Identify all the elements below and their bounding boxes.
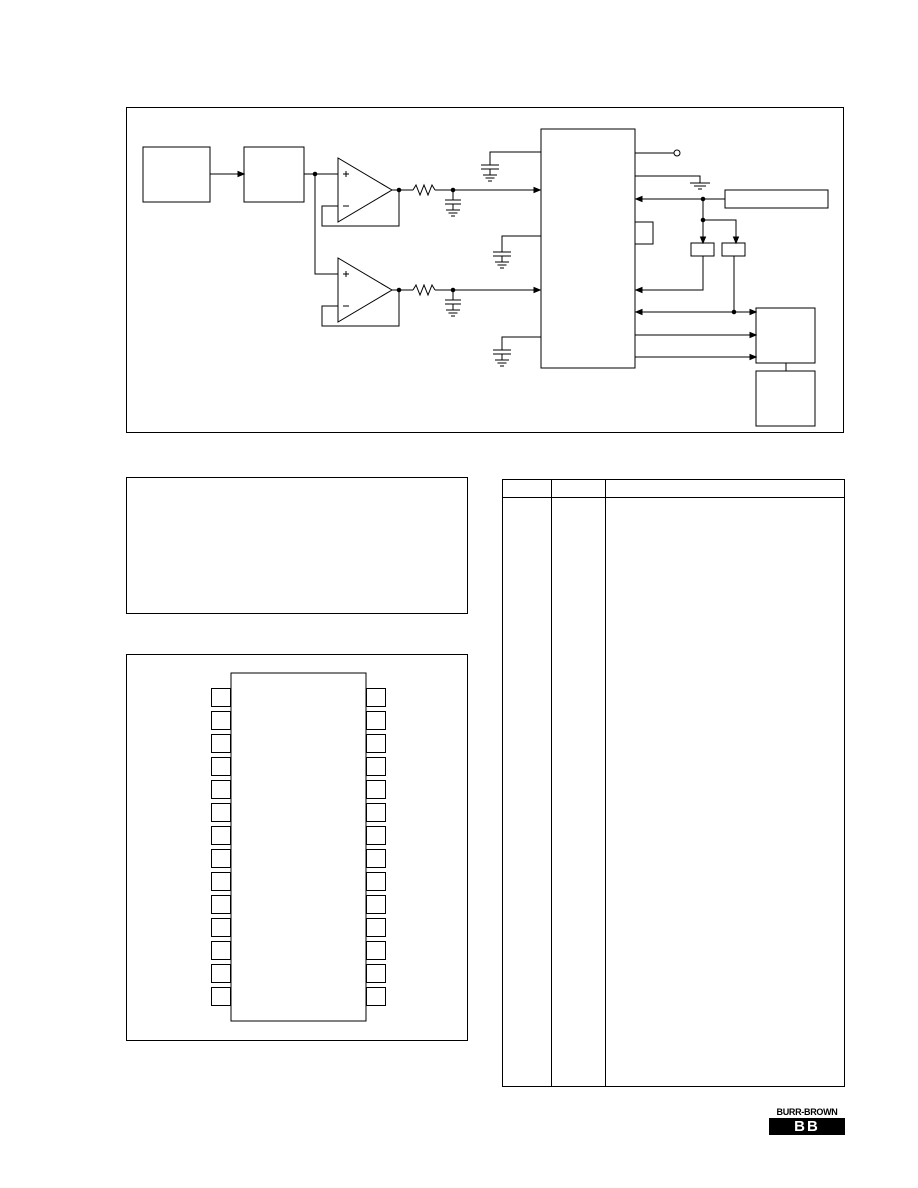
package-pin-left: [211, 780, 231, 799]
package-pin-right: [366, 757, 386, 776]
logic-gate-2: [721, 242, 746, 257]
package-pin-right: [366, 872, 386, 891]
processor-block: [755, 370, 816, 427]
table-header-row: [503, 480, 844, 498]
op-amp-2: [337, 257, 393, 323]
package-pin-right: [366, 964, 386, 983]
package-pin-left: [211, 941, 231, 960]
logo-wordmark: BURR-BROWN: [776, 1107, 838, 1117]
package-pin-right: [366, 780, 386, 799]
package-pin-left: [211, 849, 231, 868]
signal-source-block: [142, 146, 211, 203]
package-pin-left: [211, 711, 231, 730]
package-pin-right: [366, 849, 386, 868]
processing-block: [243, 146, 305, 203]
package-pin-left: [211, 734, 231, 753]
package-pin-left: [211, 987, 231, 1006]
package-pin-left: [211, 826, 231, 845]
package-pin-left: [211, 757, 231, 776]
package-pin-left: [211, 688, 231, 707]
table-column-divider-2: [605, 480, 606, 1086]
package-pin-right: [366, 734, 386, 753]
main-ic-block: [540, 128, 636, 369]
package-pin-right: [366, 895, 386, 914]
logic-gate-1: [690, 242, 715, 257]
package-pin-right: [366, 803, 386, 822]
package-pin-left: [211, 895, 231, 914]
package-pin-right: [366, 918, 386, 937]
resistor-2: [412, 283, 436, 297]
package-pin-right: [366, 826, 386, 845]
package-pin-left: [211, 918, 231, 937]
package-body: [230, 672, 367, 1022]
package-pin-left: [211, 964, 231, 983]
resistor-1: [412, 183, 436, 197]
application-circuit-frame: [126, 107, 844, 433]
package-pin-right: [366, 987, 386, 1006]
burr-brown-logo: BURR-BROWN BB: [769, 1107, 845, 1135]
package-pin-left: [211, 803, 231, 822]
package-pin-left: [211, 872, 231, 891]
controller-block: [755, 307, 816, 364]
pin-configuration-frame: [126, 654, 468, 1041]
pin-description-table: [502, 479, 845, 1087]
table-column-divider-1: [551, 480, 552, 1086]
logo-mark: BB: [769, 1118, 845, 1135]
package-pin-right: [366, 711, 386, 730]
control-input-block: [724, 189, 829, 209]
package-pin-right: [366, 941, 386, 960]
ordering-info-box: [126, 477, 468, 614]
package-pin-right: [366, 688, 386, 707]
op-amp-1: [337, 157, 393, 223]
